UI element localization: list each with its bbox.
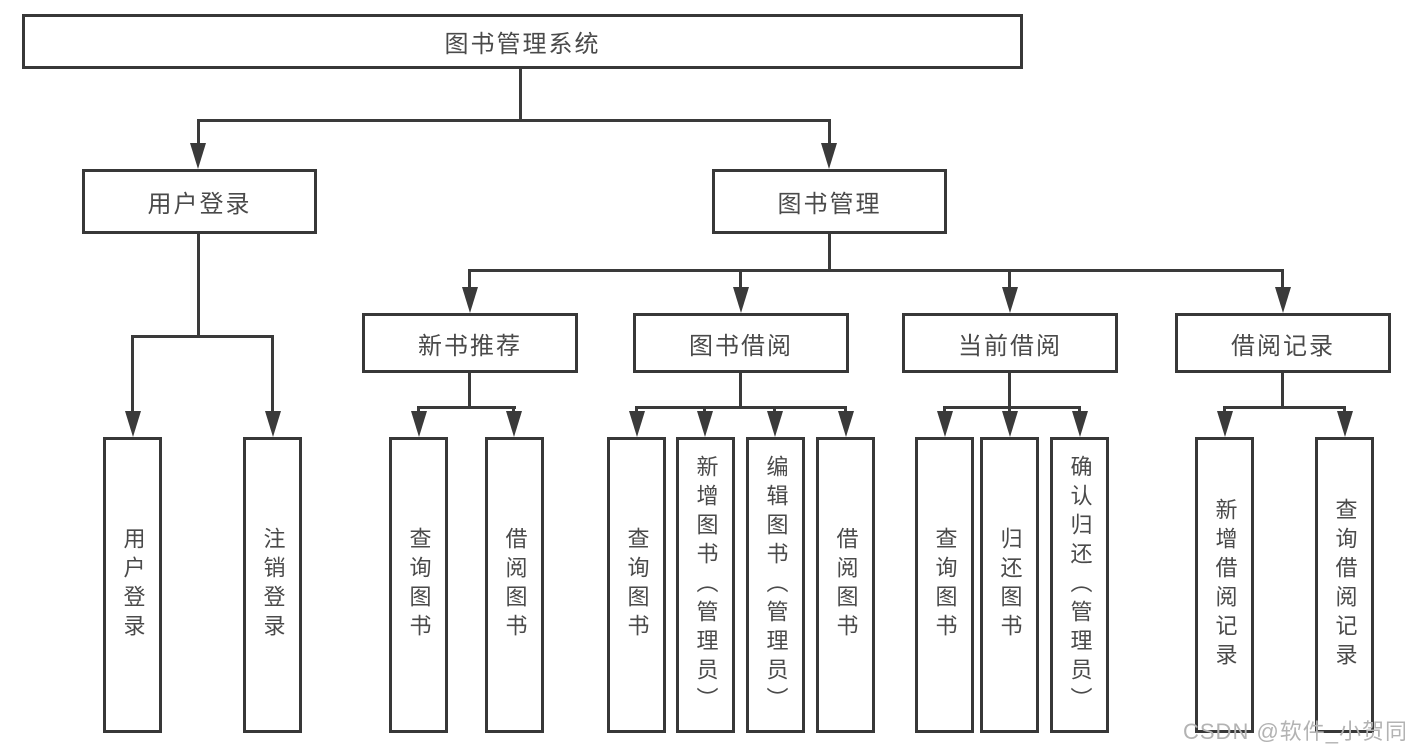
connector-line	[271, 335, 274, 415]
arrow-down-icon	[937, 411, 953, 437]
connector-line	[739, 373, 742, 409]
leaf-add-borrow-record: 新增借阅记录	[1195, 437, 1254, 733]
node-root-system: 图书管理系统	[22, 14, 1023, 69]
arrow-down-icon	[190, 143, 206, 169]
connector-line	[828, 234, 831, 272]
node-book-borrowing: 图书借阅	[633, 313, 849, 373]
arrow-down-icon	[125, 411, 141, 437]
connector-line	[131, 335, 274, 338]
connector-line	[828, 120, 831, 146]
arrow-down-icon	[821, 143, 837, 169]
arrow-down-icon	[1275, 287, 1291, 313]
connector-line	[468, 373, 471, 409]
arrow-down-icon	[697, 411, 713, 437]
connector-line	[197, 119, 831, 122]
leaf-query-books: 查询图书	[607, 437, 666, 733]
leaf-return-book: 归还图书	[980, 437, 1039, 733]
node-label: 图书管理	[777, 191, 882, 218]
leaf-borrow-books: 借阅图书	[816, 437, 875, 733]
arrow-down-icon	[1072, 411, 1088, 437]
node-label: 借阅图书	[502, 527, 528, 643]
arrow-down-icon	[411, 411, 427, 437]
node-label: 图书借阅	[689, 332, 793, 360]
connector-line	[417, 406, 516, 409]
node-label: 图书管理系统	[444, 31, 601, 58]
node-label: 查询图书	[932, 527, 958, 643]
arrow-down-icon	[1217, 411, 1233, 437]
leaf-borrow-books: 借阅图书	[485, 437, 544, 733]
connector-line	[1281, 373, 1284, 409]
node-label: 查询图书	[624, 527, 650, 643]
leaf-logout: 注销登录	[243, 437, 302, 733]
leaf-query-borrow-record: 查询借阅记录	[1315, 437, 1374, 733]
connector-line	[1008, 270, 1011, 292]
node-new-book-recommend: 新书推荐	[362, 313, 578, 373]
node-label: 注销登录	[260, 527, 286, 643]
node-label: 新增借阅记录	[1212, 498, 1238, 672]
arrow-down-icon	[1002, 287, 1018, 313]
node-label: 用户登录	[147, 191, 252, 218]
arrow-down-icon	[767, 411, 783, 437]
watermark: CSDN @软件_小贺同学	[1183, 719, 1405, 744]
node-label: 归还图书	[997, 527, 1023, 643]
node-label: 查询图书	[406, 527, 432, 643]
connector-line	[943, 406, 1081, 409]
leaf-query-books: 查询图书	[915, 437, 974, 733]
leaf-user-login: 用户登录	[103, 437, 162, 733]
connector-line	[1281, 270, 1284, 292]
node-label: 查询借阅记录	[1332, 498, 1358, 672]
connector-line	[1223, 406, 1346, 409]
node-label: 确认归还（管理员）	[1067, 454, 1093, 716]
arrow-down-icon	[733, 287, 749, 313]
connector-line	[131, 335, 134, 415]
leaf-confirm-return-admin: 确认归还（管理员）	[1050, 437, 1109, 733]
connector-line	[519, 69, 522, 122]
leaf-add-book-admin: 新增图书（管理员）	[676, 437, 735, 733]
arrow-down-icon	[1337, 411, 1353, 437]
connector-line	[468, 270, 471, 292]
arrow-down-icon	[506, 411, 522, 437]
connector-line	[635, 406, 847, 409]
node-label: 新增图书（管理员）	[693, 454, 719, 716]
leaf-edit-book-admin: 编辑图书（管理员）	[746, 437, 805, 733]
connector-line	[197, 120, 200, 146]
arrow-down-icon	[629, 411, 645, 437]
connector-line	[1008, 373, 1011, 409]
arrow-down-icon	[838, 411, 854, 437]
node-label: 编辑图书（管理员）	[763, 454, 789, 716]
node-label: 借阅记录	[1231, 332, 1335, 360]
arrow-down-icon	[265, 411, 281, 437]
node-label: 用户登录	[120, 527, 146, 643]
arrow-down-icon	[1002, 411, 1018, 437]
connector-line	[739, 270, 742, 292]
node-book-management: 图书管理	[712, 169, 947, 234]
node-label: 当前借阅	[958, 332, 1062, 360]
arrow-down-icon	[462, 287, 478, 313]
node-borrow-records: 借阅记录	[1175, 313, 1391, 373]
connector-line	[197, 234, 200, 337]
node-current-borrowing: 当前借阅	[902, 313, 1118, 373]
node-label: 新书推荐	[418, 332, 522, 360]
connector-line	[468, 269, 1284, 272]
node-label: 借阅图书	[833, 527, 859, 643]
leaf-query-books: 查询图书	[389, 437, 448, 733]
node-user-login: 用户登录	[82, 169, 317, 234]
